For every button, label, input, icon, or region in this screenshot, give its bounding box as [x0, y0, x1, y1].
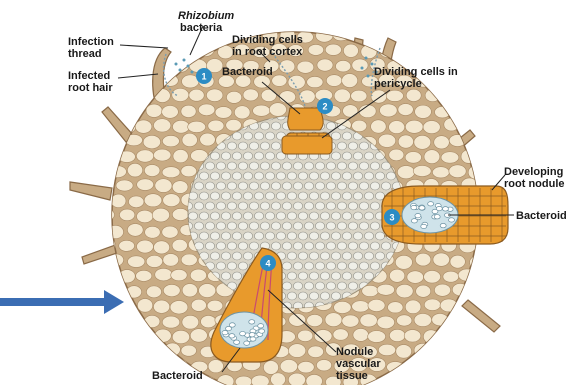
root-hair: [462, 300, 500, 332]
label-developing-root-nodule: Developing root nodule: [504, 166, 565, 190]
label-bacteria: bacteria: [180, 22, 222, 34]
label-dividing-cells-cortex: Dividing cells in root cortex: [232, 34, 303, 58]
label-bacteroid-right: Bacteroid: [516, 210, 567, 222]
leader-infected-root-hair: [118, 74, 158, 78]
svg-text:1: 1: [201, 72, 206, 82]
root-hair: [70, 182, 112, 200]
step-marker-3: 3: [384, 209, 400, 225]
leader-infection-thread: [120, 45, 168, 48]
label-rhizobium: Rhizobium: [178, 10, 234, 22]
step-marker-2: 2: [317, 98, 333, 114]
label-infected-root-hair: Infected root hair: [68, 70, 113, 94]
svg-text:2: 2: [322, 102, 327, 112]
label-infection-thread: Infection thread: [68, 36, 114, 60]
step-marker-1: 1: [196, 68, 212, 84]
label-bacteroid-bottom: Bacteroid: [152, 370, 203, 382]
dividing-cells-pericycle: [282, 136, 332, 154]
svg-text:4: 4: [265, 259, 270, 269]
label-nodule-vascular-tissue: Nodule vascular tissue: [336, 346, 381, 382]
label-dividing-cells-pericycle: Dividing cells in pericycle: [374, 66, 458, 90]
svg-text:3: 3: [389, 213, 394, 223]
right-arrow-icon: [0, 290, 124, 314]
label-bacteroid-top: Bacteroid: [222, 66, 273, 78]
step-marker-4: 4: [260, 255, 276, 271]
